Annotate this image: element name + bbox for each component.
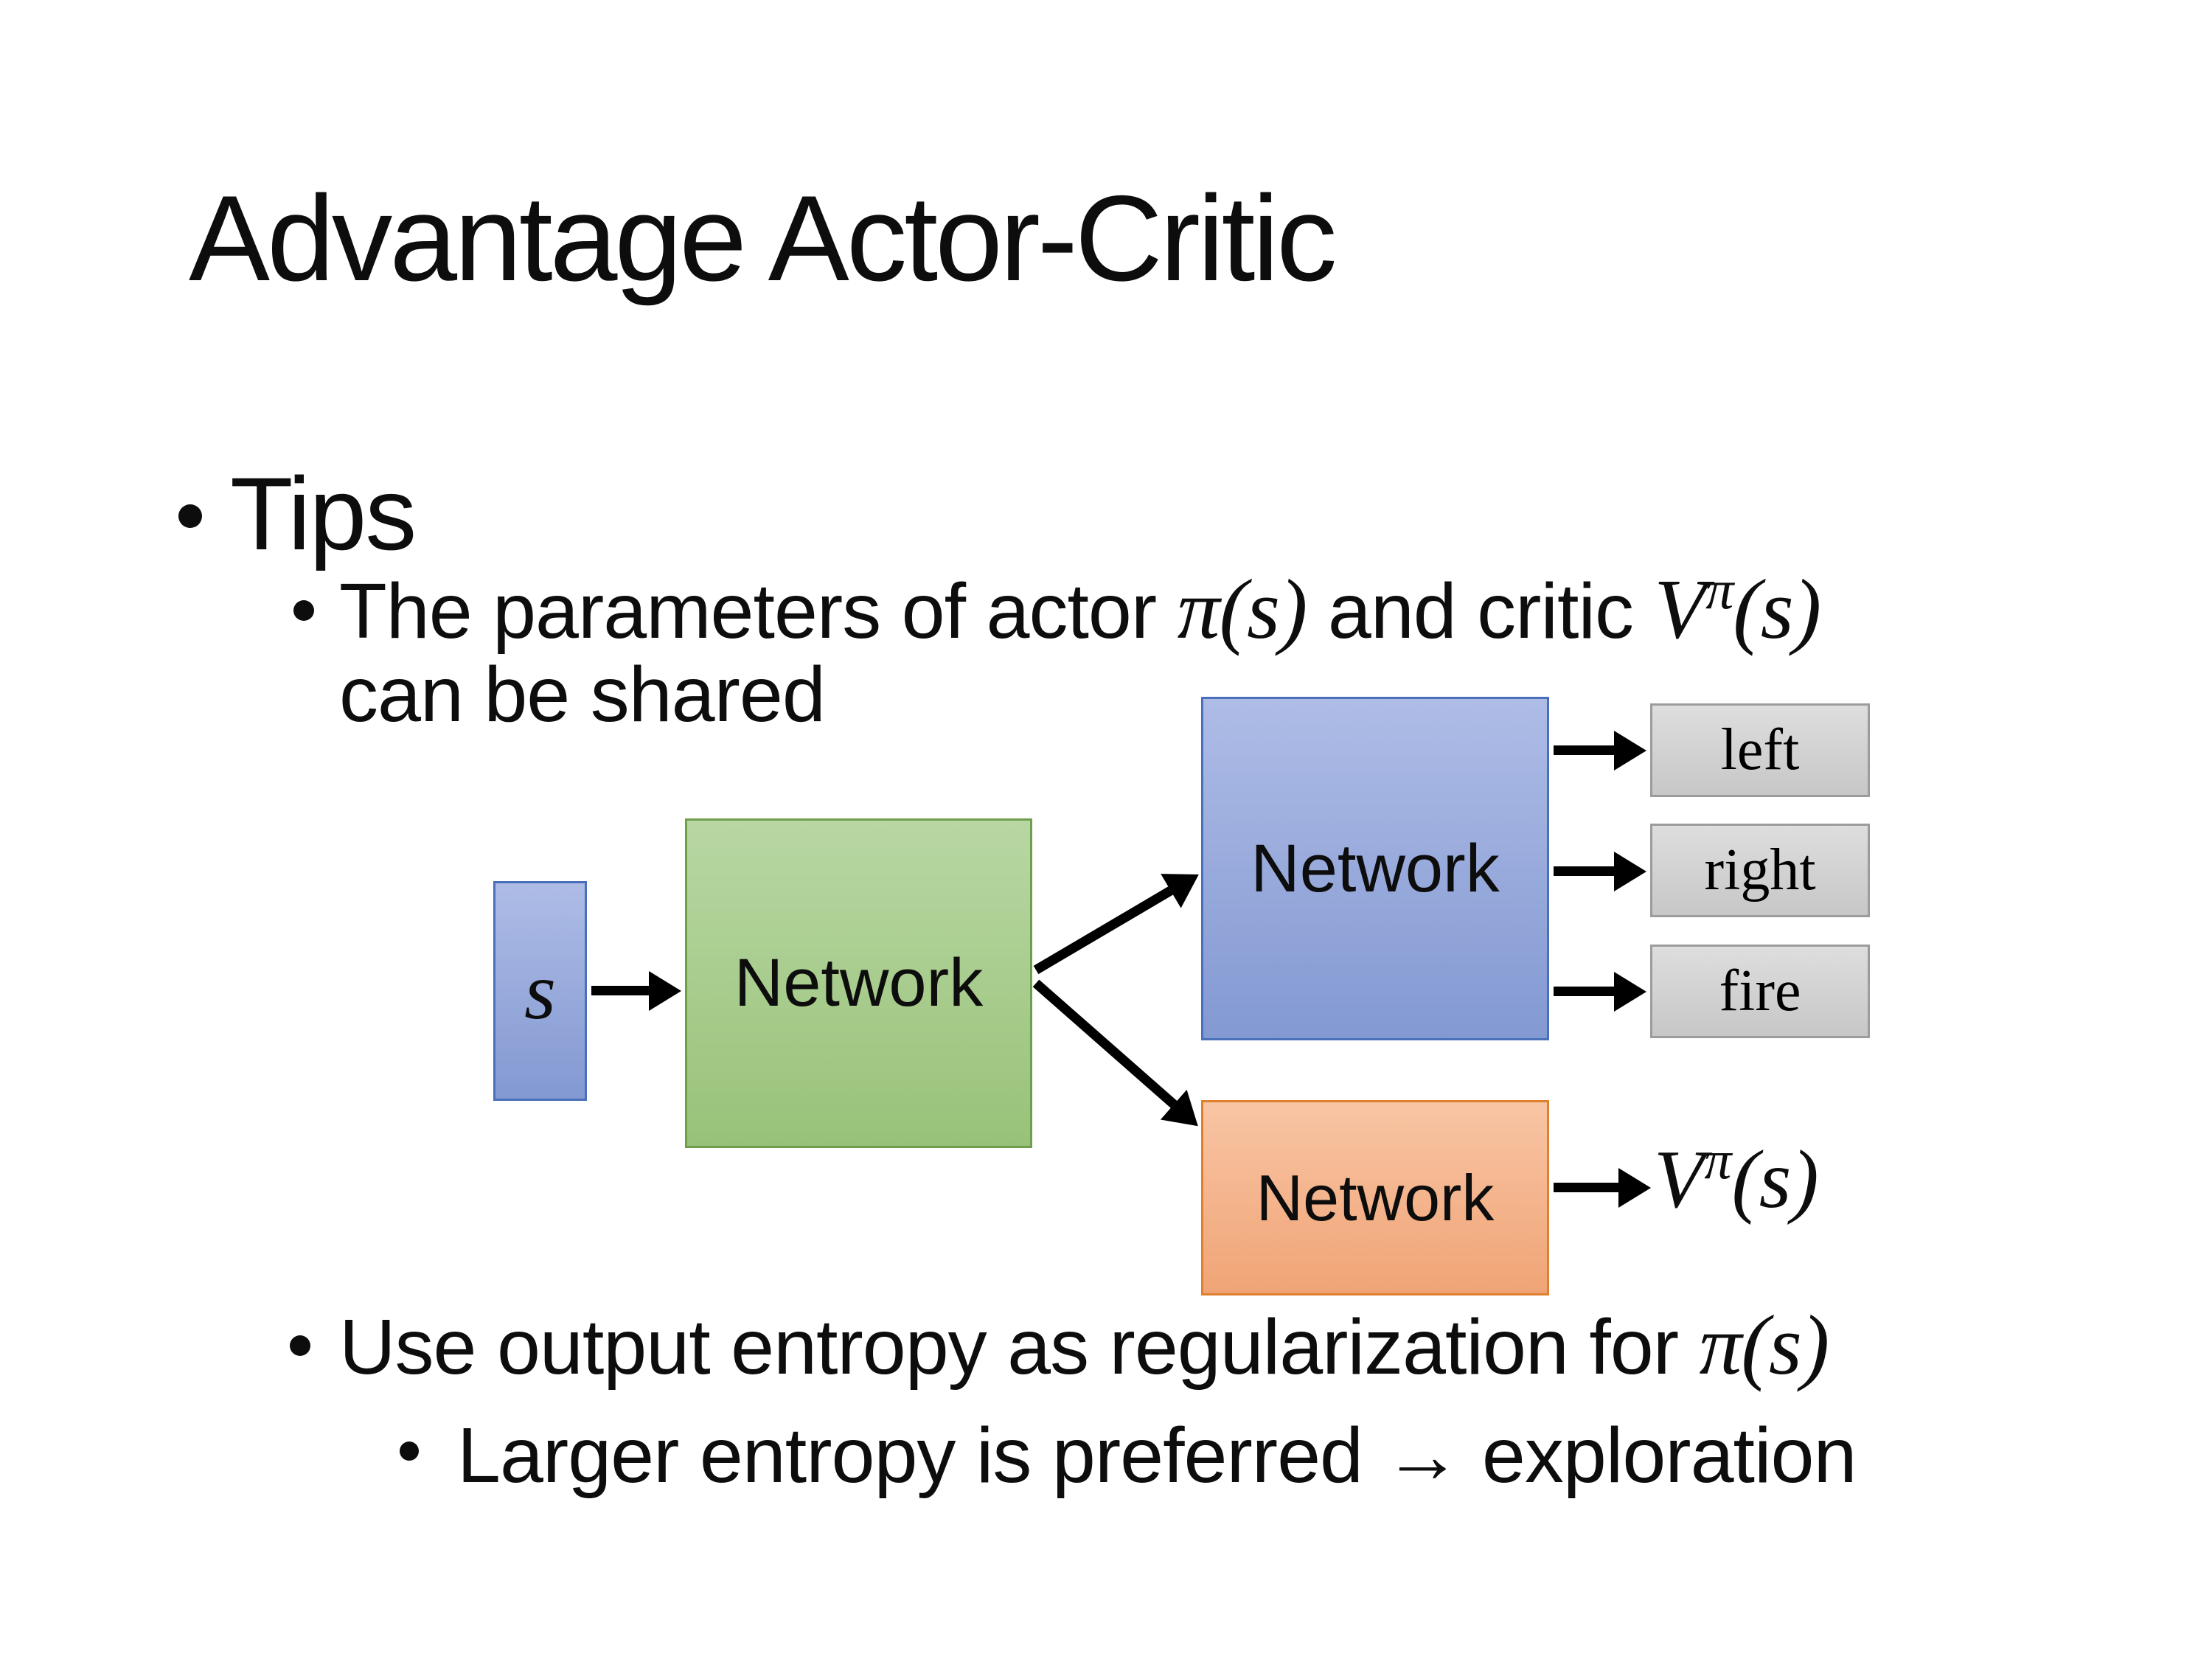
state-input-box: s xyxy=(493,881,587,1101)
shared-network-box: Network xyxy=(685,818,1032,1148)
critic-value-math: Vπ(s) xyxy=(1654,559,1821,656)
value-superscript: π xyxy=(1704,1130,1732,1191)
value-base: V xyxy=(1654,1134,1705,1225)
arrow-actor-to-right-action xyxy=(1554,866,1614,876)
shared-network-label: Network xyxy=(734,945,984,1020)
critic-value-output: Vπ(s) xyxy=(1654,1127,1819,1234)
actor-policy-math: π(s) xyxy=(1177,562,1308,656)
bullet-parameters-shared-line2: can be shared xyxy=(339,651,826,738)
action-label-fire: fire xyxy=(1719,959,1801,1023)
actor-policy-math: π(s) xyxy=(1699,1298,1830,1392)
bullet-tips: Tips xyxy=(230,456,417,571)
value-args: (s) xyxy=(1733,562,1821,656)
bullet-dot-level2 xyxy=(290,1335,310,1356)
arrow-actor-to-left-action xyxy=(1554,745,1614,755)
actor-network-box: Network xyxy=(1201,697,1549,1040)
text-run: Use output entropy as regularization for xyxy=(339,1304,1700,1391)
state-input-label: s xyxy=(524,945,556,1036)
slide-title: Advantage Actor-Critic xyxy=(189,170,1338,306)
bullet-dot-level3 xyxy=(400,1441,419,1461)
bullet-dot-level1 xyxy=(178,504,202,528)
action-label-left: left xyxy=(1720,717,1800,782)
action-box-left: left xyxy=(1650,703,1870,797)
text-run: The parameters of actor xyxy=(339,568,1178,655)
value-args: (s) xyxy=(1731,1134,1819,1225)
arrow-critic-to-value-output xyxy=(1554,1183,1618,1192)
critic-network-label: Network xyxy=(1256,1161,1495,1234)
bullet-parameters-shared-line1: The parameters of actor π(s) and critic … xyxy=(339,562,1821,655)
arrow-shared-to-critic-network xyxy=(1032,979,1178,1108)
critic-network-box: Network xyxy=(1201,1100,1549,1295)
actor-network-label: Network xyxy=(1251,830,1500,906)
text-run: and critic xyxy=(1307,568,1655,655)
bullet-larger-entropy: Larger entropy is preferred → exploratio… xyxy=(457,1412,1857,1499)
bullet-dot-level2 xyxy=(293,600,314,621)
action-box-right: right xyxy=(1650,824,1870,917)
arrow-shared-to-actor-network xyxy=(1033,886,1173,975)
bullet-entropy-regularization: Use output entropy as regularization for… xyxy=(339,1302,1829,1391)
arrow-actor-to-fire-action xyxy=(1554,987,1614,996)
value-base: V xyxy=(1654,562,1706,656)
action-box-fire: fire xyxy=(1650,945,1870,1038)
action-label-right: right xyxy=(1704,838,1816,902)
arrow-state-to-shared-network xyxy=(591,986,649,995)
value-superscript: π xyxy=(1705,559,1733,622)
